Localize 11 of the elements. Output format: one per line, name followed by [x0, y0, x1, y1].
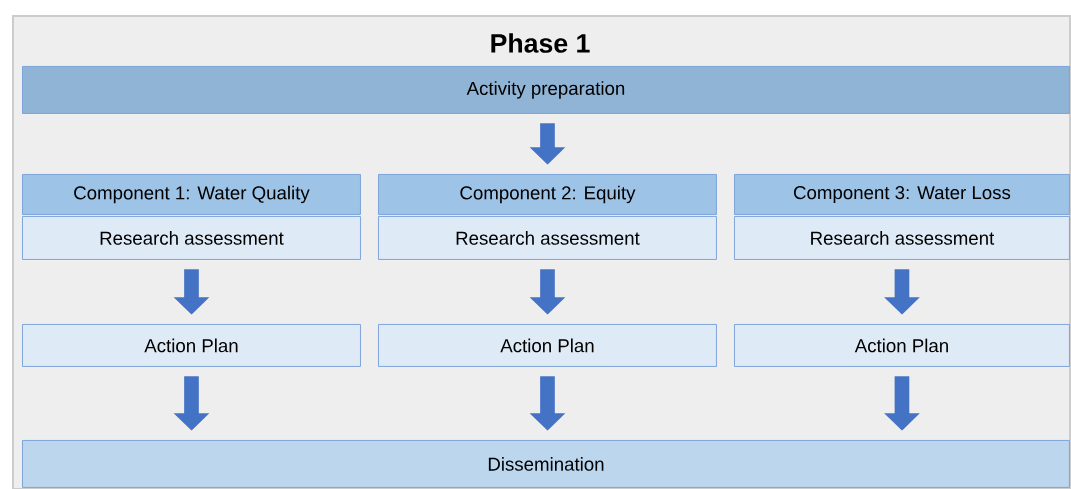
process-box: Research assessment: [378, 216, 717, 260]
activity-band: Activity preparation: [22, 66, 1070, 114]
process-box: Research assessment: [22, 216, 361, 260]
process-box: Action Plan: [378, 324, 717, 367]
process-box: Action Plan: [22, 324, 361, 367]
component-header: Component 1: Water Quality: [22, 174, 361, 215]
process-box: Research assessment: [734, 216, 1070, 260]
dissemination-band: Dissemination: [22, 440, 1070, 488]
process-box: Action Plan: [734, 324, 1070, 367]
component-header: Component 3: Water Loss: [734, 174, 1070, 215]
component-header: Component 2: Equity: [378, 174, 717, 215]
